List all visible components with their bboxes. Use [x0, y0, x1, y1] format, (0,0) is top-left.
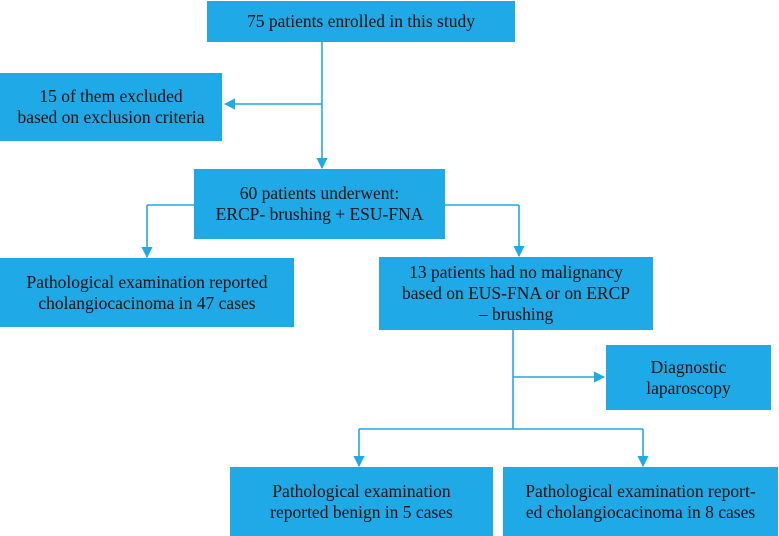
box-benign-line-2: reported benign in 5 cases [270, 501, 453, 522]
box-no-malignancy: 13 patients had no malignancy based on E… [379, 257, 653, 330]
box-no-malignancy-line-3: – brushing [478, 304, 554, 324]
box-no-malignancy-line-2: based on EUS-FNA or on ERCP [402, 283, 630, 303]
box-laparoscopy-line-1: Diagnostic [650, 356, 727, 377]
box-excluded-line-1: 15 of them excluded [39, 86, 183, 106]
box-cholangio-8-line-1: Pathological examination report- [525, 480, 756, 501]
box-underwent-line-1: 60 patients underwent: [239, 183, 400, 203]
box-enrolled-line-1: 75 patients enrolled in this study [247, 11, 475, 31]
box-cholangio-8: Pathological examination report- ed chol… [503, 467, 778, 536]
box-underwent: 60 patients underwent: ERCP- brushing + … [194, 169, 445, 239]
box-laparoscopy: Diagnostic laparoscopy [606, 345, 771, 410]
box-excluded: 15 of them excluded based on exclusion c… [0, 73, 222, 141]
box-no-malignancy-line-1: 13 patients had no malignancy [409, 262, 623, 282]
box-benign: Pathological examination reported benign… [230, 467, 493, 536]
box-cholangio-8-line-2: ed cholangiocacinoma in 8 cases [525, 501, 756, 522]
box-laparoscopy-line-2: laparoscopy [646, 377, 731, 398]
box-enrolled: 75 patients enrolled in this study [207, 1, 515, 42]
box-malignant-line-2: cholangiocacinoma in 47 cases [38, 292, 256, 313]
box-malignant: Pathological examination reported cholan… [0, 258, 294, 327]
box-malignant-line-1: Pathological examination reported [26, 271, 268, 292]
box-excluded-line-2: based on exclusion criteria [17, 107, 205, 127]
box-benign-line-1: Pathological examination [272, 480, 451, 501]
box-underwent-line-2: ERCP- brushing + ESU-FNA [215, 204, 424, 224]
